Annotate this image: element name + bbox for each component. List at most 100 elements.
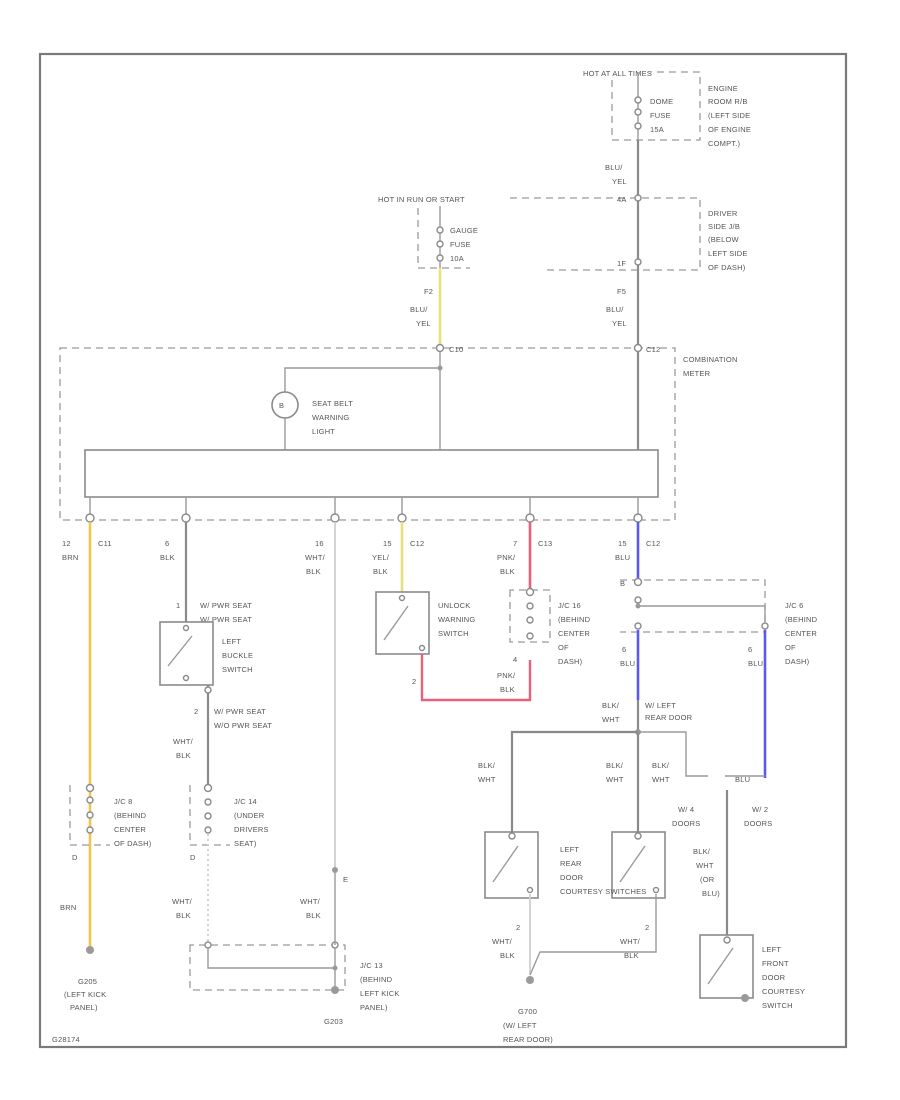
svg-text:(OR: (OR <box>700 875 715 884</box>
svg-text:SEAT BELT: SEAT BELT <box>312 399 353 408</box>
svg-text:W/ PWR SEAT: W/ PWR SEAT <box>200 615 252 624</box>
svg-text:BLU/: BLU/ <box>410 305 428 314</box>
blu-label-1: BLU <box>615 553 630 562</box>
svg-text:REAR DOOR): REAR DOOR) <box>503 1035 553 1044</box>
left-front-courtesy-label: LEFT FRONT DOOR COURTESY SWITCH <box>762 945 805 1010</box>
svg-text:(UNDER: (UNDER <box>234 811 265 820</box>
svg-text:BLU/: BLU/ <box>605 163 623 172</box>
blk-wht-or-blu-label: BLK/ WHT (OR BLU) <box>693 847 720 898</box>
svg-text:(LEFT KICK: (LEFT KICK <box>64 990 106 999</box>
svg-text:REAR: REAR <box>560 859 582 868</box>
svg-text:BLK: BLK <box>500 951 515 960</box>
c10-label: C10 <box>449 345 463 354</box>
blk-wht-label-b: BLK/ WHT <box>478 761 496 784</box>
svg-text:WARNING: WARNING <box>312 413 349 422</box>
svg-text:DOOR: DOOR <box>560 873 584 882</box>
pin-16-label: 16 <box>315 539 324 548</box>
svg-text:BLK: BLK <box>500 685 515 694</box>
c12-top-label: C12 <box>646 345 660 354</box>
pnk-blk-label-2: PNK/ BLK <box>497 671 516 694</box>
c11-label: C11 <box>98 539 112 548</box>
unlock-warning-label: UNLOCK WARNING SWITCH <box>438 601 475 638</box>
g700-label: G700 (W/ LEFT REAR DOOR) <box>503 1007 553 1044</box>
gauge-fuse-label: GAUGE FUSE 10A <box>450 226 478 263</box>
svg-text:FRONT: FRONT <box>762 959 789 968</box>
svg-text:G205: G205 <box>78 977 97 986</box>
svg-text:GAUGE: GAUGE <box>450 226 478 235</box>
svg-text:15A: 15A <box>650 125 664 134</box>
blu-yel-label-1: BLU/ YEL <box>605 163 627 186</box>
brn-label-2: BRN <box>60 903 76 912</box>
svg-text:(W/ LEFT: (W/ LEFT <box>503 1021 537 1030</box>
svg-text:METER: METER <box>683 369 711 378</box>
svg-text:LEFT: LEFT <box>762 945 781 954</box>
left-front-door-switch <box>699 934 754 999</box>
svg-text:J/C 16: J/C 16 <box>558 601 581 610</box>
pwr-seat-label-top: W/ PWR SEAT W/ PWR SEAT <box>200 601 252 624</box>
svg-text:(BELOW: (BELOW <box>708 235 740 244</box>
svg-text:LIGHT: LIGHT <box>312 427 335 436</box>
pin-f5-label: F5 <box>617 287 626 296</box>
pnk-return-wire <box>420 654 532 702</box>
svg-text:J/C 14: J/C 14 <box>234 797 257 806</box>
seat-belt-light-label: SEAT BELT WARNING LIGHT <box>312 399 353 436</box>
blk-wht-label-c: BLK/ WHT <box>606 761 624 784</box>
svg-text:SIDE J/B: SIDE J/B <box>708 222 740 231</box>
diagram-border <box>38 52 848 1049</box>
pin-6b-label: 6 <box>622 645 626 654</box>
svg-text:DOORS: DOORS <box>744 819 773 828</box>
pin-f2-label: F2 <box>424 287 433 296</box>
wht-blk-label-1a: WHT/ <box>305 553 326 562</box>
pin-d-label-b: D <box>190 853 196 862</box>
svg-text:FUSE: FUSE <box>650 111 671 120</box>
svg-text:WHT: WHT <box>602 715 620 724</box>
svg-text:DRIVERS: DRIVERS <box>234 825 269 834</box>
c12b-label: C12 <box>410 539 424 548</box>
svg-text:W/ 2: W/ 2 <box>752 805 768 814</box>
left-rear-courtesy-label: LEFT REAR DOOR COURTESY SWITCHES <box>560 845 646 896</box>
pin-15b-label: 15 <box>618 539 627 548</box>
svg-text:REAR DOOR: REAR DOOR <box>645 713 693 722</box>
pin-2-label-a: 2 <box>194 707 198 716</box>
pin-12-label: 12 <box>62 539 71 548</box>
pin-d-label: D <box>72 853 78 862</box>
yel-blk-label-b: BLK <box>373 567 388 576</box>
svg-text:BLK/: BLK/ <box>602 701 620 710</box>
svg-text:COURTESY: COURTESY <box>762 987 805 996</box>
pin-6c-label: 6 <box>748 645 752 654</box>
svg-text:W/ 4: W/ 4 <box>678 805 694 814</box>
pwr-seat-label-bottom: W/ PWR SEAT W/O PWR SEAT <box>214 707 272 730</box>
svg-text:W/ LEFT: W/ LEFT <box>645 701 676 710</box>
svg-text:COURTESY SWITCHES: COURTESY SWITCHES <box>560 887 646 896</box>
svg-text:SWITCH: SWITCH <box>762 1001 793 1010</box>
wht-blk-label-4: WHT/ BLK <box>300 897 321 920</box>
wht-blk-label-5: WHT/ BLK <box>492 937 515 960</box>
svg-text:CENTER: CENTER <box>558 629 590 638</box>
g203-label: G203 <box>324 1017 343 1026</box>
left-buckle-label: LEFT BUCKLE SWITCH <box>222 637 253 674</box>
svg-text:LEFT: LEFT <box>560 845 579 854</box>
pin-6-label: 6 <box>165 539 169 548</box>
svg-text:DASH): DASH) <box>558 657 583 666</box>
dome-fuse-label: DOME FUSE 15A <box>650 97 673 134</box>
svg-text:WHT: WHT <box>606 775 624 784</box>
blu-label-2: BLU <box>620 659 635 668</box>
svg-text:W/ PWR SEAT: W/ PWR SEAT <box>200 601 252 610</box>
svg-text:SWITCH: SWITCH <box>438 629 469 638</box>
driver-side-jb-label: DRIVER SIDE J/B (BELOW LEFT SIDE OF DASH… <box>708 209 747 272</box>
yel-blk-label-a: YEL/ <box>372 553 390 562</box>
jc13-label: J/C 13 (BEHIND LEFT KICK PANEL) <box>360 961 399 1012</box>
left-rear-door-label: W/ LEFT REAR DOOR <box>645 701 693 722</box>
svg-text:BLK: BLK <box>176 751 191 760</box>
svg-text:UNLOCK: UNLOCK <box>438 601 470 610</box>
svg-text:G700: G700 <box>518 1007 537 1016</box>
svg-text:(BEHIND: (BEHIND <box>785 615 818 624</box>
svg-text:W/ PWR SEAT: W/ PWR SEAT <box>214 707 266 716</box>
svg-text:BLU): BLU) <box>702 889 720 898</box>
svg-text:WHT/: WHT/ <box>620 937 641 946</box>
svg-text:SEAT): SEAT) <box>234 839 257 848</box>
svg-text:DRIVER: DRIVER <box>708 209 738 218</box>
engine-room-relay-label: ENGINE ROOM R/B (LEFT SIDE OF ENGINE COM… <box>708 84 751 148</box>
svg-text:FUSE: FUSE <box>450 240 471 249</box>
